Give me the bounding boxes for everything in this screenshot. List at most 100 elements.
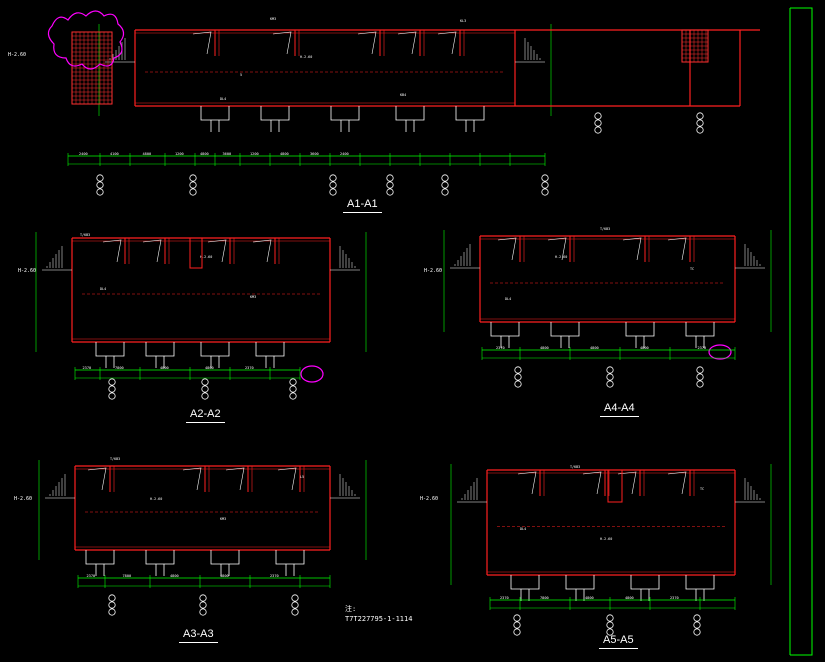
axis-marker bbox=[514, 380, 522, 388]
a5-haunch bbox=[517, 471, 537, 495]
axis-marker bbox=[594, 119, 602, 127]
a1-haunch bbox=[357, 31, 377, 55]
a1-pile-cap bbox=[455, 106, 485, 121]
a3-pile-cap bbox=[85, 550, 115, 565]
axis-marker bbox=[189, 188, 197, 196]
axis-marker bbox=[329, 174, 337, 182]
axis-marker bbox=[541, 181, 549, 189]
dimension-text: 2370 bbox=[87, 574, 96, 578]
dimension-text: 7800 bbox=[115, 366, 124, 370]
section-label-a1: A1-A1 bbox=[343, 198, 382, 213]
a5-pile-cap bbox=[685, 575, 715, 590]
dimension-text: 7800 bbox=[123, 574, 132, 578]
axis-marker bbox=[108, 385, 116, 393]
axis-marker bbox=[441, 181, 449, 189]
dimension-text: 4800 bbox=[590, 346, 599, 350]
a3-pile-cap bbox=[145, 550, 175, 565]
dimension-text: 4800 bbox=[170, 574, 179, 578]
axis-marker bbox=[386, 188, 394, 196]
axis-marker bbox=[199, 608, 207, 616]
elevation-mark-a1: H-2.60 bbox=[8, 52, 27, 58]
a5-stair-shaft bbox=[607, 469, 623, 503]
annotation-text: DL4 bbox=[100, 287, 106, 291]
a3-pile-cap bbox=[210, 550, 240, 565]
a1-haunch bbox=[437, 31, 457, 55]
axis-marker bbox=[606, 614, 614, 622]
annotation-text: KM3 bbox=[250, 295, 256, 299]
axis-marker bbox=[514, 366, 522, 374]
a2-pile-cap bbox=[95, 342, 125, 357]
section-label-a5: A5-A5 bbox=[599, 634, 638, 649]
dimension-text: 4800 bbox=[625, 596, 634, 600]
dimension-text: 2400 bbox=[340, 152, 349, 156]
a1-pile-cap bbox=[260, 106, 290, 121]
a5-pile-cap bbox=[630, 575, 660, 590]
a2-haunch bbox=[207, 239, 227, 263]
axis-marker bbox=[96, 181, 104, 189]
dimension-text: 3600 bbox=[223, 152, 232, 156]
annotation-text: H-2.60 bbox=[200, 255, 212, 259]
axis-marker bbox=[696, 366, 704, 374]
dimension-text: 2370 bbox=[500, 596, 509, 600]
dimension-text: 2400 bbox=[79, 152, 88, 156]
axis-marker bbox=[696, 119, 704, 127]
dimension-text: 7800 bbox=[540, 596, 549, 600]
dimension-text: 1200 bbox=[175, 152, 184, 156]
section-label-a3: A3-A3 bbox=[179, 628, 218, 643]
dimension-text: 4800 bbox=[540, 346, 549, 350]
axis-marker bbox=[513, 621, 521, 629]
axis-marker bbox=[289, 385, 297, 393]
a1-pile-cap bbox=[200, 106, 230, 121]
axis-marker bbox=[541, 188, 549, 196]
dimension-text: 2370 bbox=[670, 596, 679, 600]
dimension-text: 4800 bbox=[143, 152, 152, 156]
axis-marker bbox=[329, 188, 337, 196]
axis-marker bbox=[606, 373, 614, 381]
axis-marker bbox=[541, 174, 549, 182]
a1-haunch bbox=[192, 31, 212, 55]
axis-marker bbox=[108, 392, 116, 400]
axis-marker bbox=[594, 126, 602, 134]
annotation-text: H-2.60 bbox=[600, 537, 612, 541]
axis-marker bbox=[96, 174, 104, 182]
axis-marker bbox=[199, 594, 207, 602]
axis-marker bbox=[201, 385, 209, 393]
axis-marker bbox=[289, 392, 297, 400]
axis-marker bbox=[199, 601, 207, 609]
axis-marker bbox=[386, 181, 394, 189]
axis-marker bbox=[606, 628, 614, 636]
a3-haunch bbox=[277, 467, 297, 491]
annotation-text: DL4 bbox=[505, 297, 511, 301]
annotation-text: DL4 bbox=[220, 97, 226, 101]
dimension-text: 1200 bbox=[250, 152, 259, 156]
dimension-text: 4800 bbox=[220, 574, 229, 578]
a5-haunch bbox=[617, 471, 637, 495]
a2-haunch bbox=[102, 239, 122, 263]
axis-marker bbox=[514, 373, 522, 381]
axis-marker bbox=[291, 608, 299, 616]
elevation-mark-a3: H-2.60 bbox=[14, 496, 33, 502]
dimension-text: 4800 bbox=[280, 152, 289, 156]
a2-stair-shaft bbox=[189, 237, 203, 269]
a2-haunch bbox=[252, 239, 272, 263]
annotation-text: H-2.60 bbox=[300, 55, 312, 59]
a4-haunch bbox=[547, 237, 567, 261]
axis-marker bbox=[291, 601, 299, 609]
a4-haunch bbox=[497, 237, 517, 261]
dimension-text: 2370 bbox=[270, 574, 279, 578]
annotation-text: T/KB3 bbox=[570, 465, 580, 469]
dimension-text: 2370 bbox=[83, 366, 92, 370]
axis-marker bbox=[696, 380, 704, 388]
a4-pile-cap bbox=[490, 322, 520, 337]
annotation-text: TC bbox=[690, 267, 694, 271]
annotation-text: KL3 bbox=[460, 19, 466, 23]
dimension-text: 4800 bbox=[585, 596, 594, 600]
annotation-text: L5 bbox=[300, 475, 304, 479]
dimension-text: 2370 bbox=[245, 366, 254, 370]
a1-pile-cap bbox=[395, 106, 425, 121]
annotation-text: KM3 bbox=[270, 17, 276, 21]
axis-marker bbox=[96, 188, 104, 196]
elevation-mark-a4: H-2.60 bbox=[424, 268, 443, 274]
